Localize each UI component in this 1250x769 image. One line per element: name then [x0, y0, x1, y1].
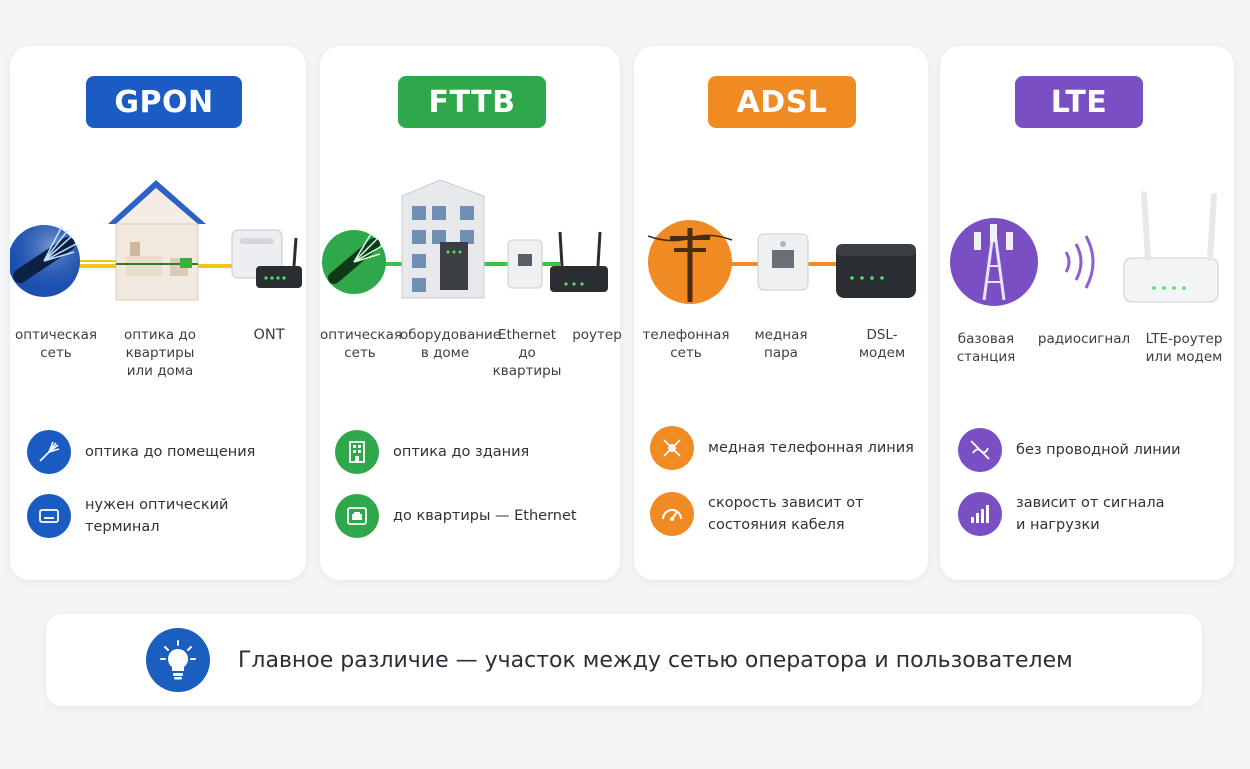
lte-router-icon	[1123, 191, 1219, 303]
fttb-illustration	[322, 179, 608, 299]
feature-optics-to-premises: оптика до помещения	[27, 430, 255, 474]
feature-text: без проводной линии	[1016, 442, 1181, 458]
dsl-modem-icon	[836, 244, 916, 298]
feature-speed-depends: скорость зависит от состояния кабеля	[650, 492, 864, 536]
radio-waves-icon	[1064, 235, 1095, 289]
label-building-equipment: оборудование в доме	[400, 327, 502, 361]
title-badge-fttb: FTTB	[398, 76, 546, 128]
feature-text: оптика до помещения	[85, 444, 256, 460]
no-cable-icon	[958, 428, 1002, 472]
feature-optical-terminal: нужен оптический терминал	[27, 494, 306, 538]
feature-text: нужен оптический терминал	[85, 497, 229, 535]
title-badge-gpon: GPON	[86, 76, 242, 128]
feature-optics-to-building: оптика до здания	[335, 430, 529, 474]
apartment-building-icon	[401, 179, 485, 299]
fiber-optic-icon	[27, 430, 71, 474]
feature-signal-dependency: зависит от сигнала и нагрузки	[958, 492, 1164, 536]
feature-text: зависит от сигнала и нагрузки	[1016, 495, 1165, 533]
feature-text: скорость зависит от состояния кабеля	[708, 495, 864, 533]
feature-no-wired-line: без проводной линии	[958, 428, 1181, 472]
fiber-optic-network-icon	[10, 225, 80, 297]
label-optical-network: оптическая сеть	[320, 327, 402, 361]
card-fttb: FTTB	[320, 46, 622, 580]
feature-text: до квартиры — Ethernet	[393, 508, 577, 524]
gpon-illustration	[10, 180, 302, 301]
house-icon	[108, 180, 206, 301]
fiber-optic-network-icon	[322, 230, 386, 294]
key-difference-text: Главное различие — участок между сетью о…	[238, 647, 1073, 673]
title-badge-lte: LTE	[1015, 76, 1143, 128]
card-gpon: GPON	[10, 46, 306, 580]
label-copper-pair: медная пара	[754, 327, 808, 361]
building-icon	[335, 430, 379, 474]
telephone-pole-icon	[647, 220, 733, 304]
lte-illustration	[950, 191, 1219, 306]
label-optical-network: оптическая сеть	[15, 327, 97, 361]
cell-tower-icon	[950, 218, 1038, 306]
label-dsl-modem: DSL- модем	[858, 327, 906, 361]
label-optics-to-apartment: оптика до квартиры или дома	[123, 327, 197, 379]
adsl-illustration	[647, 220, 916, 304]
copper-wire-icon	[650, 426, 694, 470]
ethernet-wall-socket-icon	[507, 239, 543, 289]
feature-text: медная телефонная линия	[708, 440, 914, 456]
card-adsl: ADSL телефонная сеть медная пара DSL- мо…	[634, 46, 928, 580]
feature-ethernet-to-apartment: до квартиры — Ethernet	[335, 494, 577, 538]
card-lte: LTE базовая станция радиосигнал LTE-роут…	[940, 46, 1234, 580]
label-router: роутер	[572, 327, 622, 343]
speedometer-icon	[650, 492, 694, 536]
label-lte-router: LTE-роутер или модем	[1145, 331, 1223, 365]
title-badge-adsl: ADSL	[708, 76, 856, 128]
feature-copper-line: медная телефонная линия	[650, 426, 914, 470]
label-radio-signal: радиосигнал	[1037, 331, 1131, 347]
label-ethernet-to-apartment: Ethernet до квартиры	[492, 327, 562, 379]
phone-wall-socket-icon	[757, 233, 809, 291]
ont-device-icon	[231, 229, 302, 288]
terminal-icon	[27, 494, 71, 538]
key-difference-banner: Главное различие — участок между сетью о…	[46, 614, 1202, 706]
ethernet-port-icon	[335, 494, 379, 538]
router-icon	[550, 231, 608, 292]
label-base-station: базовая станция	[956, 331, 1016, 365]
lightbulb-icon	[146, 628, 210, 692]
label-ont: ONT	[253, 327, 285, 343]
signal-bars-icon	[958, 492, 1002, 536]
label-telephone-network: телефонная сеть	[642, 327, 730, 361]
feature-text: оптика до здания	[393, 444, 530, 460]
